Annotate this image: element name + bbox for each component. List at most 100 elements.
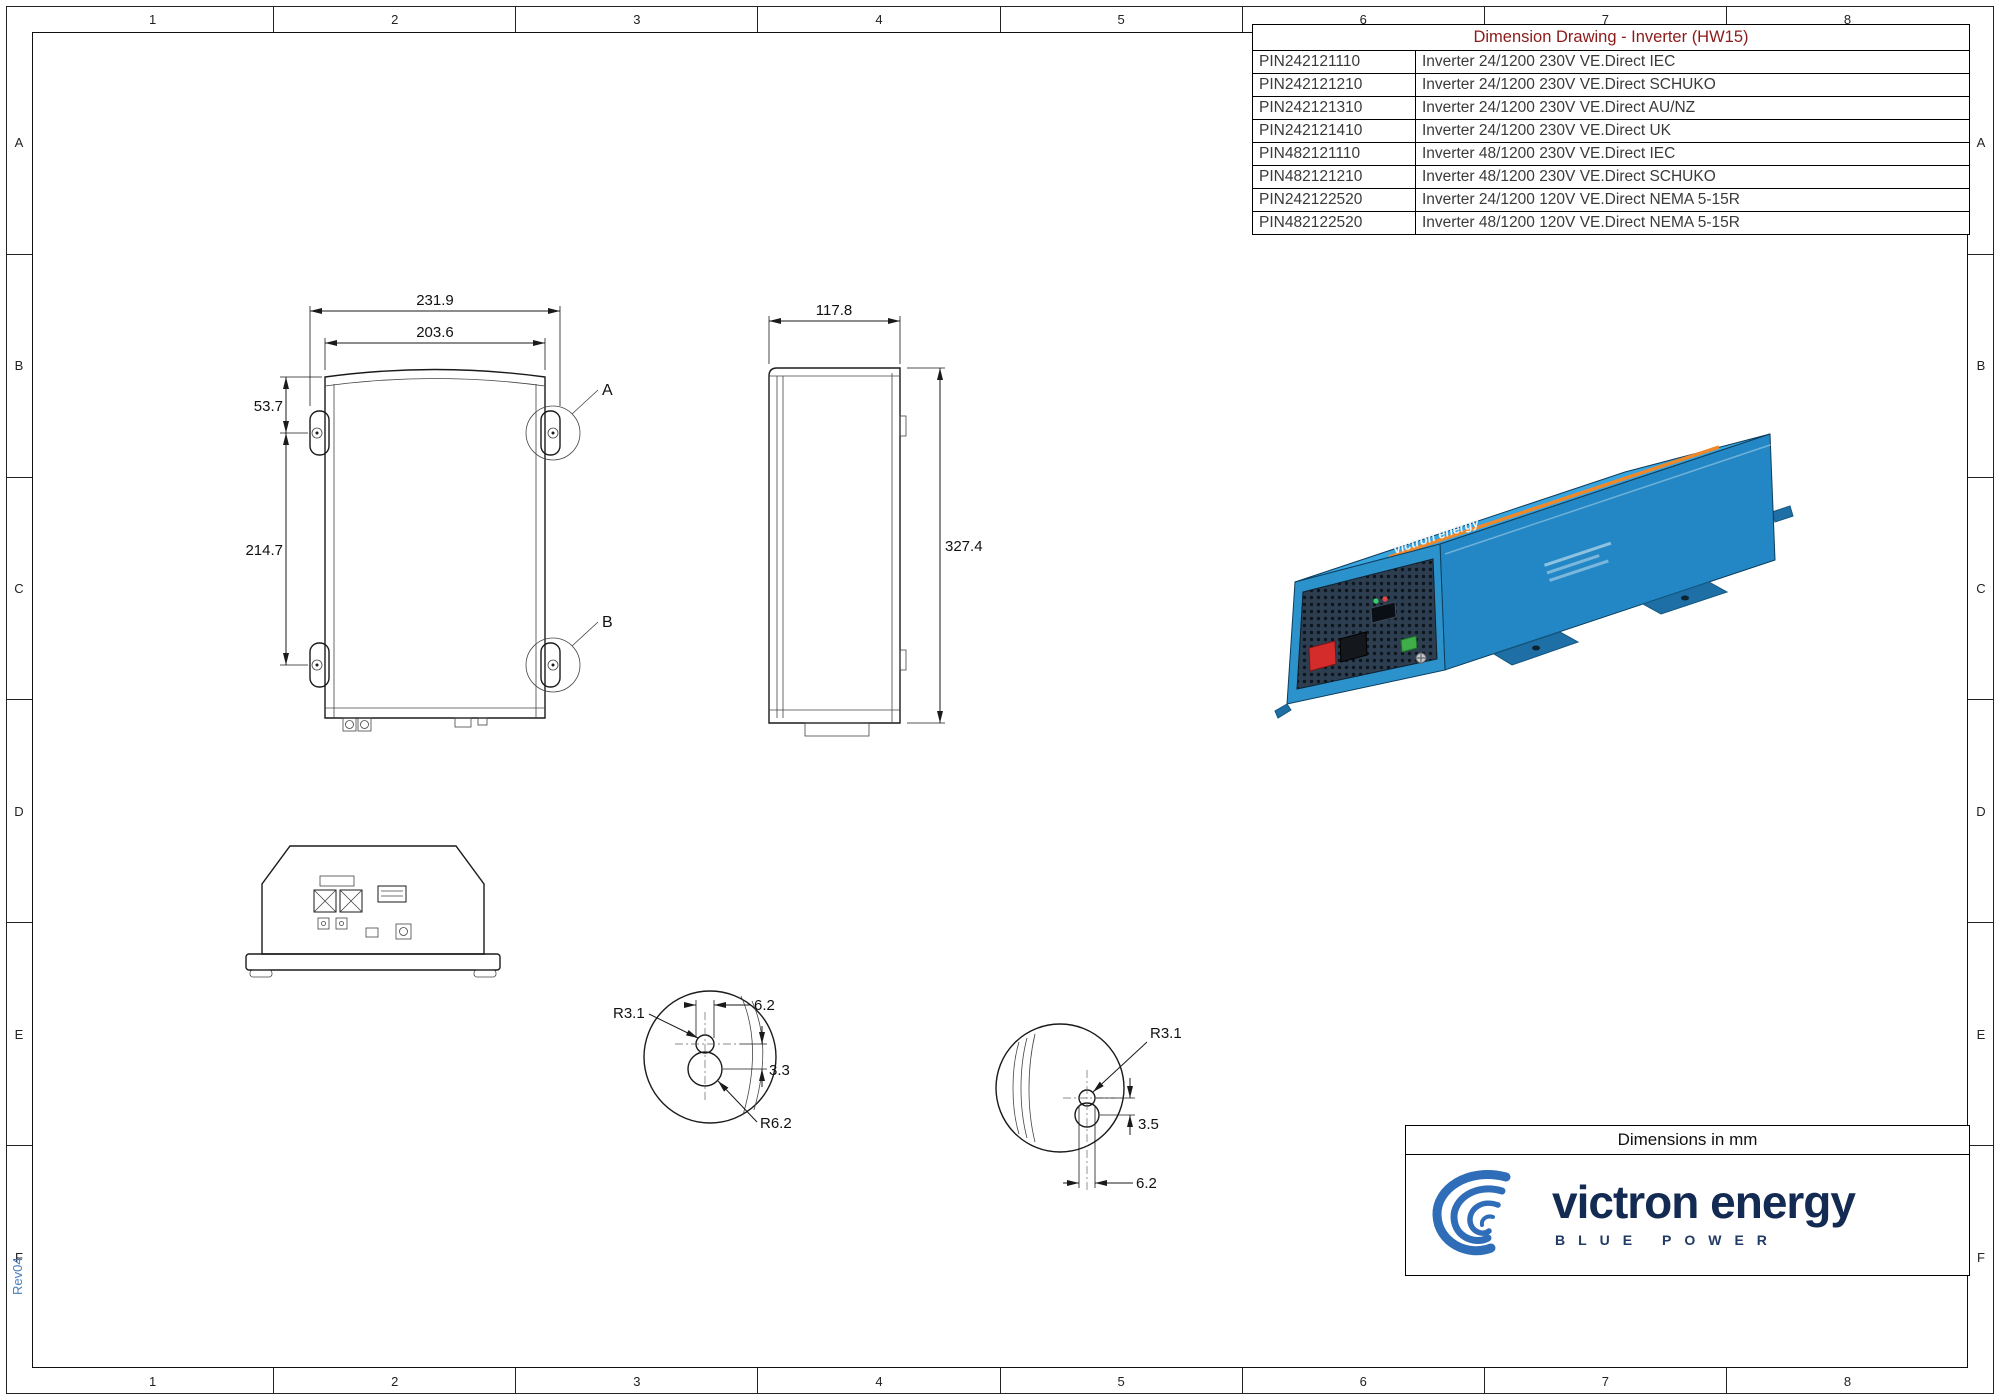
zone-band-right: A B C D E F <box>1968 32 1994 1368</box>
parts-table: Dimension Drawing - Inverter (HW15) PIN2… <box>1252 24 1970 235</box>
zone-col-label: 4 <box>757 6 999 32</box>
zone-row-label: E <box>6 922 32 1145</box>
brand-tagline: BLUE POWER <box>1555 1231 1780 1248</box>
zone-row-label: F <box>6 1145 32 1368</box>
part-pin: PIN242121310 <box>1253 97 1416 119</box>
brand-text-block: victron energy BLUE POWER <box>1552 1175 1856 1248</box>
title-block: Dimensions in mm victron energy BLUE POW… <box>1405 1125 1970 1276</box>
part-desc: Inverter 24/1200 230V VE.Direct IEC <box>1422 53 1676 70</box>
zone-col-label: 8 <box>1725 1368 1968 1394</box>
zone-col-label: 3 <box>515 6 757 32</box>
zone-row-label: B <box>6 253 32 477</box>
dim-detail-a-slot-width: 6.2 <box>754 997 775 1014</box>
zone-col-label: 4 <box>757 1368 999 1394</box>
table-row: PIN242121210 Inverter 24/1200 230V VE.Di… <box>1253 74 1969 97</box>
zone-row-label: F <box>1968 1145 1994 1368</box>
victron-logo-icon <box>1432 1170 1511 1256</box>
zone-col-label: 7 <box>1483 1368 1726 1394</box>
dim-detail-a-radius-large: R6.2 <box>760 1115 792 1132</box>
dim-detail-b-center-offset: 3.5 <box>1138 1116 1159 1133</box>
dim-front-hole-spacing: 214.7 <box>245 542 283 559</box>
brand-wordmark: victron energy <box>1552 1175 1856 1228</box>
part-desc: Inverter 24/1200 230V VE.Direct SCHUKO <box>1422 76 1716 93</box>
zone-row-label: B <box>1968 253 1994 477</box>
zone-row-label: C <box>6 476 32 700</box>
status-led-green <box>1373 598 1379 604</box>
part-desc: Inverter 24/1200 120V VE.Direct NEMA 5-1… <box>1422 191 1740 208</box>
bottom-view-drawing <box>245 845 501 978</box>
zone-col-label: 5 <box>999 6 1242 32</box>
part-desc: Inverter 24/1200 230V VE.Direct UK <box>1422 122 1671 139</box>
zone-col-label: 7 <box>1483 6 1726 32</box>
revision-label: Rev04 <box>10 1257 25 1295</box>
table-row: PIN242122520 Inverter 24/1200 120V VE.Di… <box>1253 189 1969 212</box>
detail-b-callout-circle <box>525 637 581 693</box>
dim-detail-b-radius-small: R3.1 <box>1150 1025 1182 1042</box>
callout-b-label: B <box>602 614 613 631</box>
display-module <box>1370 601 1397 624</box>
ve-direct-port <box>1400 635 1418 653</box>
zone-col-label: 8 <box>1725 6 1968 32</box>
zone-row-label: C <box>1968 476 1994 700</box>
part-pin: PIN242121110 <box>1253 51 1416 73</box>
zone-col-label: 2 <box>273 1368 515 1394</box>
detail-b-drawing: R3.1 3.5 6.2 <box>995 1023 1182 1193</box>
zone-col-label: 5 <box>999 1368 1242 1394</box>
part-pin: PIN482122520 <box>1253 212 1416 234</box>
status-led-red <box>1382 596 1388 602</box>
front-view-drawing: 231.9 203.6 53.7 214.7 A <box>245 292 613 732</box>
zone-row-label: E <box>1968 922 1994 1145</box>
zone-row-label: A <box>1976 135 1986 151</box>
sheet-inner-border <box>32 32 1968 1368</box>
part-pin: PIN242122520 <box>1253 189 1416 211</box>
dim-front-top-offset: 53.7 <box>254 398 283 415</box>
dc-negative-connector <box>1339 631 1368 663</box>
product-3d-image: victron energy <box>1274 433 1794 719</box>
part-pin: PIN242121210 <box>1253 74 1416 96</box>
zone-col-label: 1 <box>148 1373 157 1389</box>
zone-row-label: D <box>6 699 32 922</box>
zone-row-label: D <box>1968 699 1994 922</box>
part-pin: PIN482121110 <box>1253 143 1416 165</box>
dim-side-height: 327.4 <box>945 538 983 555</box>
dim-side-depth: 117.8 <box>816 302 852 319</box>
part-pin: PIN242121410 <box>1253 120 1416 142</box>
dim-front-body-width: 203.6 <box>416 324 454 341</box>
table-row: PIN242121110 Inverter 24/1200 230V VE.Di… <box>1253 51 1969 74</box>
zone-col-label: 3 <box>515 1368 757 1394</box>
table-row: PIN482122520 Inverter 48/1200 120V VE.Di… <box>1253 212 1969 234</box>
zone-band-left: A B C D E F <box>6 32 32 1368</box>
part-desc: Inverter 48/1200 230V VE.Direct SCHUKO <box>1422 168 1716 185</box>
dc-positive-connector <box>1308 640 1337 672</box>
table-row: PIN242121310 Inverter 24/1200 230V VE.Di… <box>1253 97 1969 120</box>
detail-a-drawing: R3.1 6.2 3.3 R6.2 <box>613 990 792 1132</box>
callout-a-label: A <box>602 382 613 399</box>
product-side-face <box>1439 433 1776 671</box>
units-note: Dimensions in mm <box>1406 1126 1969 1155</box>
table-row: PIN242121410 Inverter 24/1200 230V VE.Di… <box>1253 120 1969 143</box>
dim-detail-a-center-offset: 3.3 <box>769 1062 790 1079</box>
dim-detail-a-radius-small: R3.1 <box>613 1005 645 1022</box>
brand-logo-block: victron energy BLUE POWER <box>1406 1155 1969 1275</box>
side-view-drawing: 117.8 327.4 <box>768 302 983 737</box>
part-pin: PIN482121210 <box>1253 166 1416 188</box>
detail-a-callout-circle <box>525 405 581 461</box>
part-desc: Inverter 24/1200 230V VE.Direct AU/NZ <box>1422 99 1696 116</box>
parts-table-title: Dimension Drawing - Inverter (HW15) <box>1253 25 1969 51</box>
part-desc: Inverter 48/1200 120V VE.Direct NEMA 5-1… <box>1422 214 1740 231</box>
table-row: PIN482121110 Inverter 48/1200 230V VE.Di… <box>1253 143 1969 166</box>
zone-col-label: 6 <box>1241 6 1484 32</box>
zone-col-label: 6 <box>1241 1368 1484 1394</box>
zone-band-bottom: 1 2 3 4 5 6 7 8 <box>32 1368 1968 1394</box>
dim-detail-b-slot-width: 6.2 <box>1136 1175 1157 1192</box>
zone-col-label: 1 <box>148 11 157 27</box>
dim-front-overall-width: 231.9 <box>416 292 454 309</box>
zone-row-label: A <box>14 135 24 151</box>
part-desc: Inverter 48/1200 230V VE.Direct IEC <box>1422 145 1676 162</box>
product-spec-lines <box>1544 541 1612 582</box>
zone-band-top: 1 2 3 4 5 6 7 8 <box>32 6 1968 32</box>
table-row: PIN482121210 Inverter 48/1200 230V VE.Di… <box>1253 166 1969 189</box>
zone-col-label: 2 <box>273 6 515 32</box>
inverter-3d: victron energy <box>1274 433 1794 719</box>
